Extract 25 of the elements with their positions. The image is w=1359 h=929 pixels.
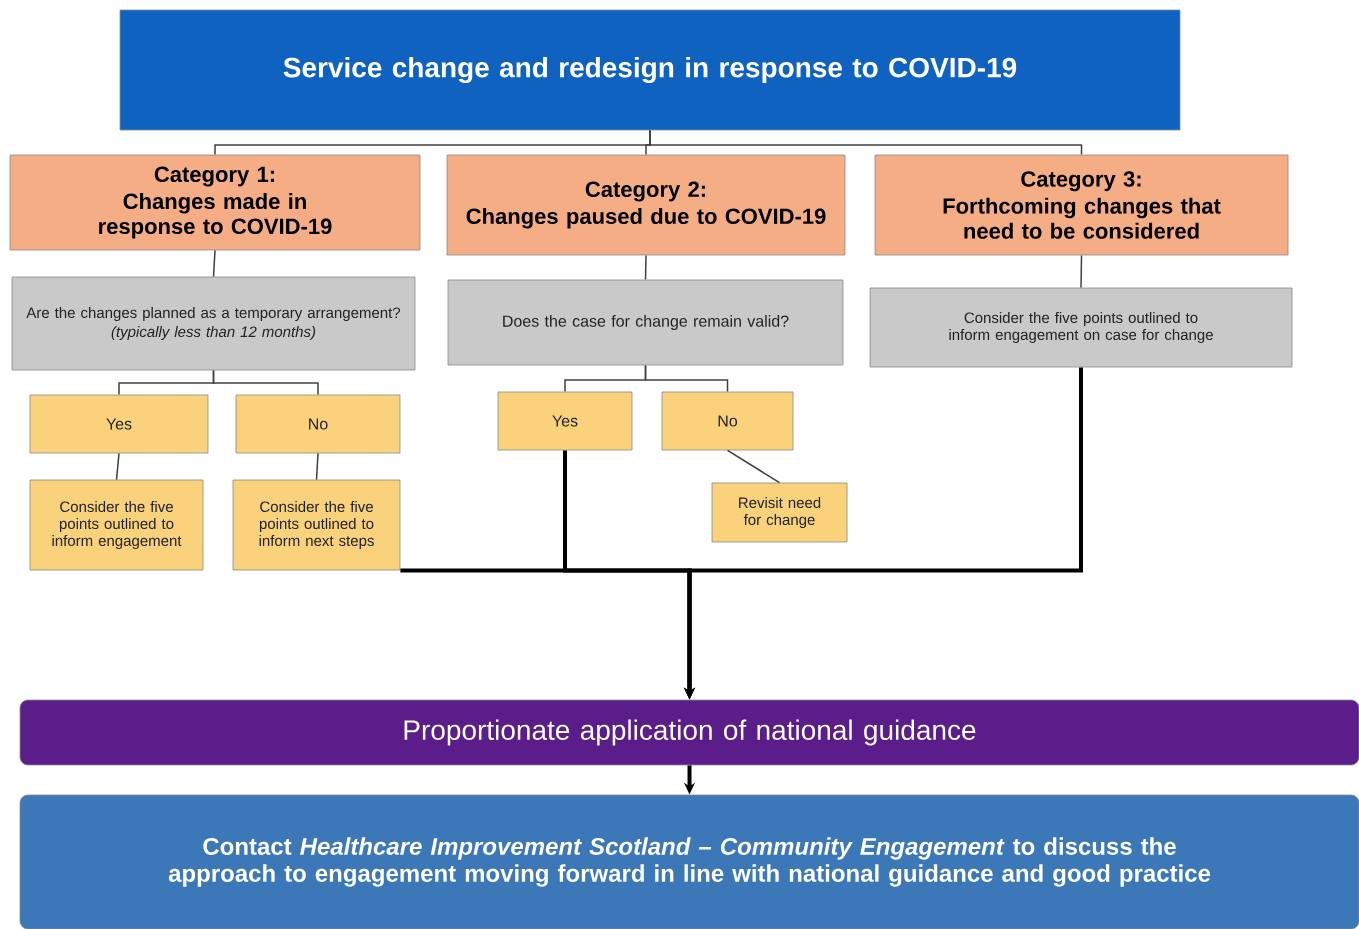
contact-banner: Contact Healthcare Improvement Scotland – Community Engagement to discuss the approach to engagement moving forward in line with national guidance and good practice <box>19 794 1359 929</box>
connector <box>212 249 216 278</box>
category-box: Category 1: Changes made in response to COVID-19 <box>9 154 421 251</box>
answer-box: Yes <box>29 394 209 454</box>
answer-box: No <box>661 391 794 451</box>
connector <box>644 254 647 281</box>
question-box: Are the changes planned as a temporary arrangement? (typically less than 12 months) <box>11 276 416 371</box>
connector <box>1080 254 1083 289</box>
title-box: Service change and redesign in response to COVID-19 <box>119 9 1181 131</box>
connector <box>726 449 781 484</box>
connector <box>644 364 729 393</box>
action-box: Consider the five points outlined to inform engagement on case for change <box>869 287 1293 368</box>
connector <box>649 129 1083 156</box>
category-box: Category 3: Forthcoming changes that need to be considered <box>874 154 1289 256</box>
category-box: Category 2: Changes paused due to COVID-19 <box>446 154 846 256</box>
action-box: Revisit need for change <box>711 482 848 543</box>
action-box: Consider the five points outlined to inform engagement <box>29 479 204 571</box>
question-box: Does the case for change remain valid? <box>447 279 844 366</box>
action-box: Consider the five points outlined to inform next steps <box>232 479 401 571</box>
answer-box: Yes <box>497 391 633 451</box>
answer-box: No <box>235 394 401 454</box>
connector <box>315 452 319 481</box>
guidance-banner: Proportionate application of national guidance <box>19 699 1359 766</box>
connector <box>212 369 319 396</box>
connector <box>115 452 120 481</box>
